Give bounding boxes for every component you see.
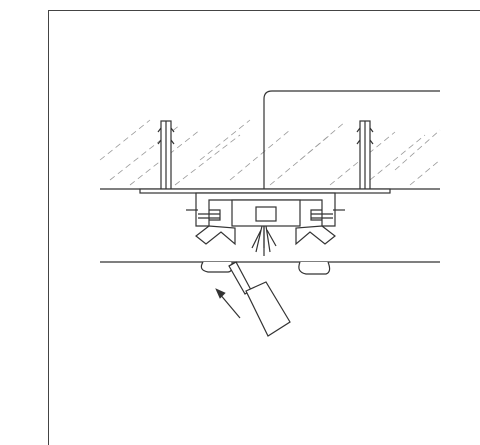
diagram-frame: [48, 10, 480, 445]
anchor-left: [157, 120, 175, 190]
cable-wires: [251, 225, 277, 256]
clip-left: [200, 261, 233, 273]
aluminium-profile: [186, 192, 345, 246]
anchor-right: [356, 120, 374, 190]
clip-right: [298, 261, 331, 275]
ceiling-hatch: [99, 119, 441, 186]
direction-arrow: [215, 288, 241, 319]
power-cable: [263, 90, 440, 248]
screwdriver: [228, 261, 291, 337]
